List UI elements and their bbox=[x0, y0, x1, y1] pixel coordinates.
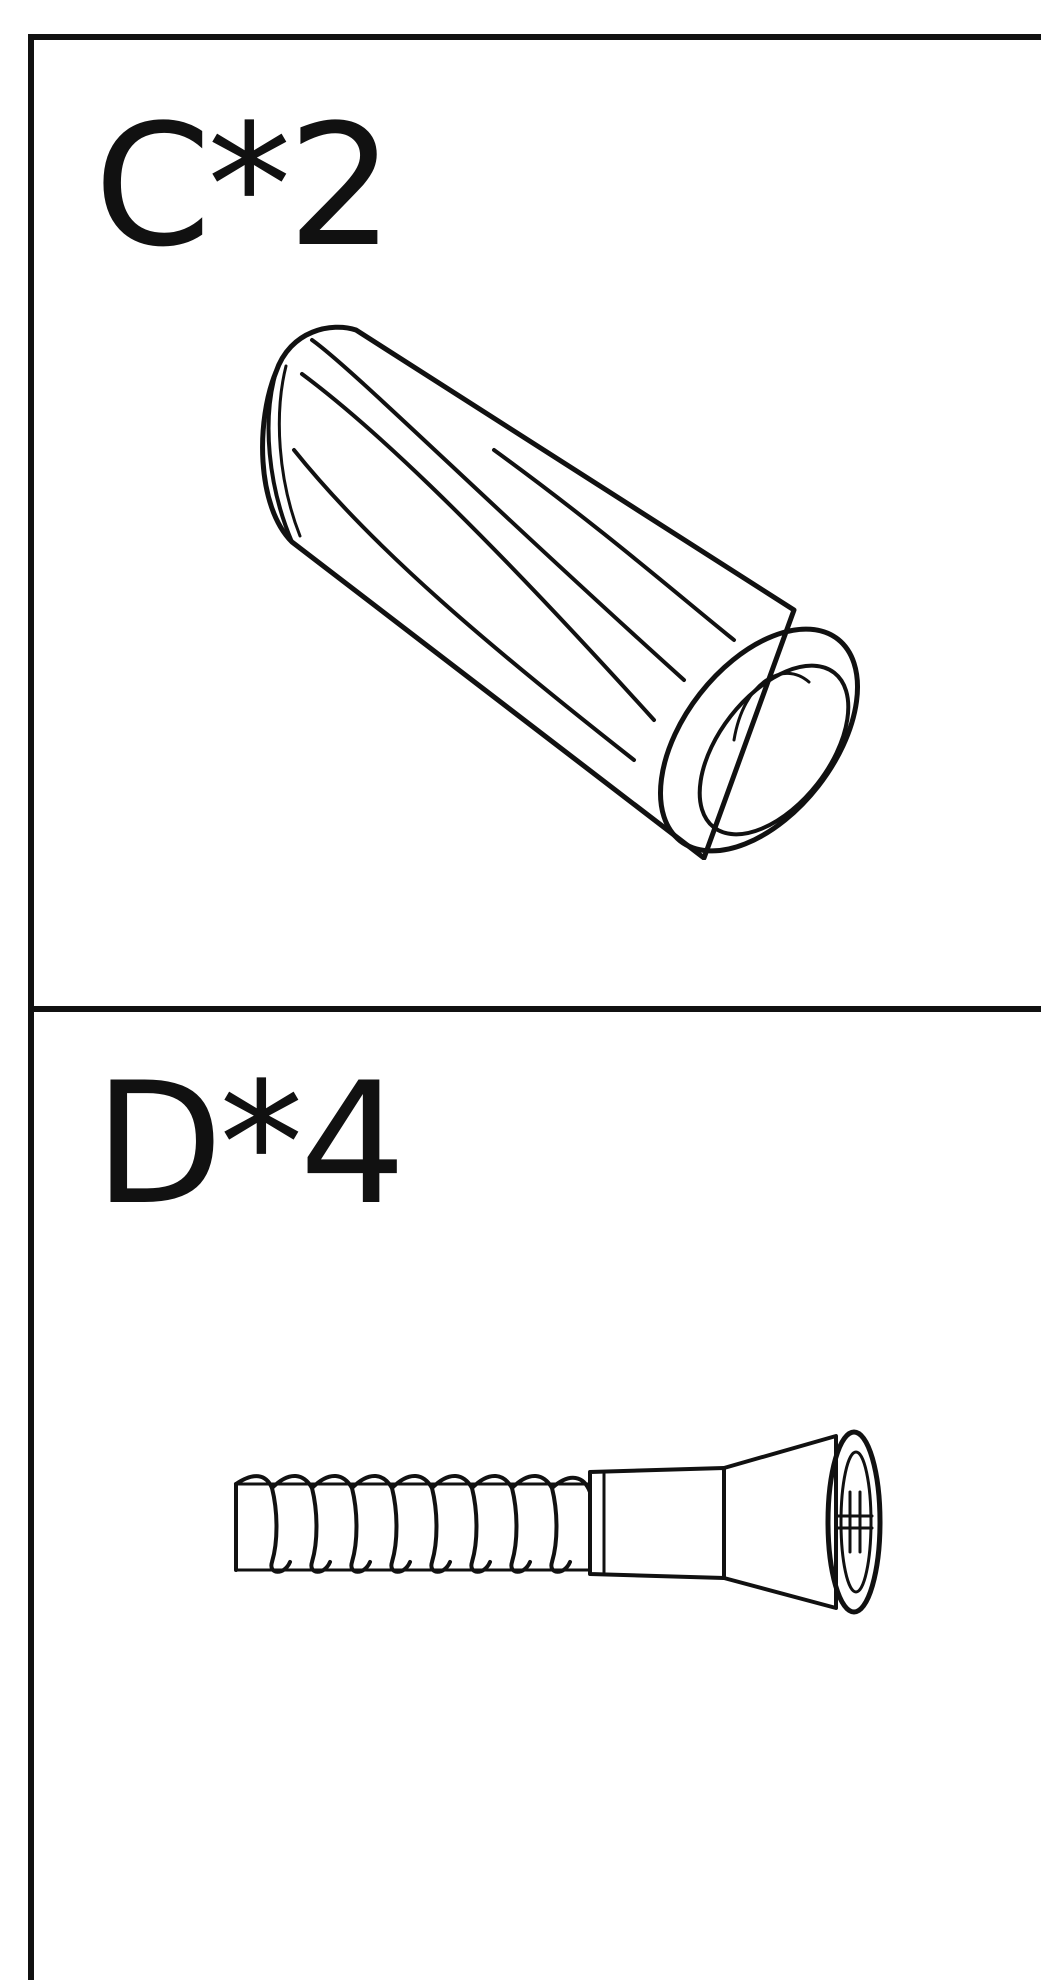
part-panel-d: D*4 bbox=[34, 1012, 1041, 1980]
part-label-d: D*4 bbox=[94, 1046, 406, 1242]
wooden-dowel-icon bbox=[234, 310, 914, 860]
part-panel-c: C*2 bbox=[34, 40, 1041, 1012]
phillips-flat-head-screw-icon bbox=[224, 1412, 944, 1632]
hardware-parts-sheet: C*2 D*4 bbox=[28, 34, 1041, 1980]
part-label-c: C*2 bbox=[94, 88, 394, 284]
